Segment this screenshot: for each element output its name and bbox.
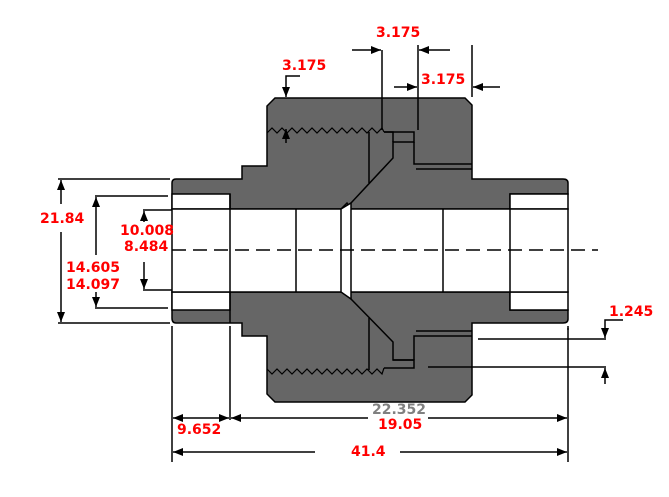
body-upper xyxy=(171,97,569,210)
sockets xyxy=(171,193,569,311)
dimension-lines xyxy=(57,45,623,462)
dim-top-gap-2: 3.175 xyxy=(421,72,466,88)
dim-center-length-gray: 22.352 xyxy=(372,402,427,418)
fitting-body xyxy=(171,97,569,403)
dim-bore-8484: 8.484 xyxy=(124,239,169,255)
dim-socket-14097: 14.097 xyxy=(66,277,121,293)
dim-top-gap-1: 3.175 xyxy=(376,25,421,41)
dim-socket-depth: 9.652 xyxy=(177,422,222,438)
dim-socket-14605: 14.605 xyxy=(66,260,121,276)
dim-right-offset: 1.245 xyxy=(609,304,654,320)
left-socket-top xyxy=(171,193,231,210)
thread-lower xyxy=(266,367,385,376)
right-socket-bottom xyxy=(509,291,569,311)
dim-top-chamfer: 3.175 xyxy=(282,58,327,74)
body-lower xyxy=(171,291,569,403)
parting-line xyxy=(340,131,472,370)
right-socket-top xyxy=(509,193,569,210)
dim-bore-10008: 10.008 xyxy=(120,223,175,239)
dim-overall-length: 41.4 xyxy=(351,444,386,460)
dim-outer-diameter: 21.84 xyxy=(40,211,85,227)
dim-center-length: 19.05 xyxy=(378,417,423,433)
left-socket-bottom xyxy=(171,291,231,311)
